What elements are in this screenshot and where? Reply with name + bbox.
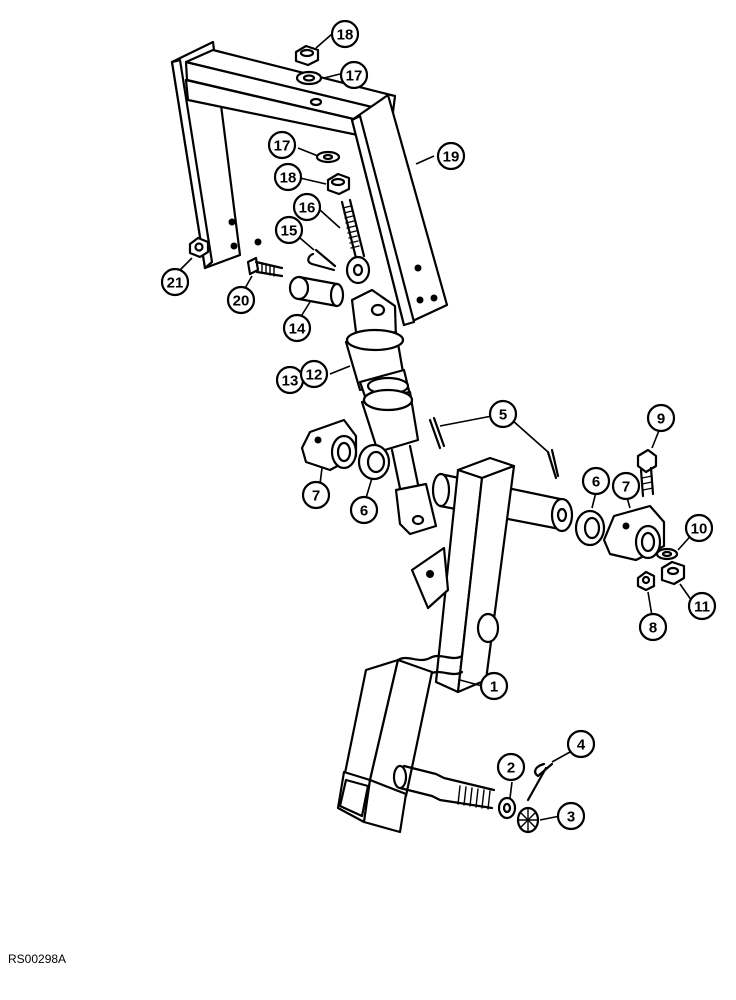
callout-6-right: 6 [581,466,611,496]
mid-washer [315,150,341,164]
cotter-pin-upper [307,248,337,272]
callout-label: 16 [299,200,316,217]
callout-label: 18 [337,27,354,44]
callout-label: 15 [281,223,298,240]
nut-21 [188,236,210,259]
bolt-20 [246,256,284,278]
callout-13: 13 [275,365,305,395]
callout-17-mid: 17 [267,130,297,160]
callout-label: 1 [490,679,498,696]
callout-label: 7 [312,488,320,505]
callout-12: 12 [299,359,329,389]
left-spacer-washer [357,443,391,481]
callout-label: 14 [289,321,306,338]
grease-fitting-8 [636,570,656,592]
top-nut [294,44,320,67]
callout-11: 11 [687,591,717,621]
lower-cotter-pin [526,762,554,802]
cotter-pins-5 [428,416,560,480]
callout-label: 6 [592,474,600,491]
callout-3: 3 [556,801,586,831]
nut-11 [660,560,686,586]
callout-4: 4 [566,729,596,759]
callout-label: 4 [577,737,586,754]
main-arm [336,456,516,834]
stub-shaft [392,764,496,810]
callout-label: 9 [657,411,665,428]
callout-label: 3 [567,809,575,826]
callout-20: 20 [226,285,256,315]
callout-label: 21 [167,275,184,292]
clevis-pin [288,275,345,308]
left-bearing-bracket [300,418,358,472]
callout-19: 19 [436,141,466,171]
right-spacer-washer [574,509,606,547]
callout-18-top: 18 [330,19,360,49]
bolt-9 [636,448,658,498]
callout-7-right: 7 [611,471,641,501]
callout-8: 8 [638,612,668,642]
right-bearing-bracket [602,504,666,562]
callout-10: 10 [684,513,714,543]
callout-18-mid: 18 [273,162,303,192]
callout-9: 9 [646,403,676,433]
callout-label: 19 [443,149,460,166]
callout-label: 10 [691,521,708,538]
mounting-frame [170,40,449,327]
callout-label: 13 [282,373,299,390]
leader-lines [177,33,697,821]
reference-code: RS00298A [8,952,67,966]
callout-6-left: 6 [349,495,379,525]
callout-label: 7 [622,479,630,496]
washer-10 [655,547,679,561]
callout-2: 2 [496,752,526,782]
callout-label: 17 [274,138,291,155]
callout-21: 21 [160,267,190,297]
callout-label: 5 [499,407,507,424]
callout-17-top: 17 [339,60,369,90]
top-washer [295,70,323,86]
callout-16: 16 [292,192,322,222]
callout-label: 2 [507,760,515,777]
mid-nut [326,172,351,196]
eye-bolt [340,198,371,285]
callout-label: 17 [346,68,363,85]
callout-1: 1 [479,671,509,701]
lower-washer [497,796,517,820]
callout-15: 15 [274,215,304,245]
callout-label: 12 [306,367,323,384]
callout-7-left: 7 [301,480,331,510]
callout-label: 6 [360,503,368,520]
hydraulic-cylinder [344,288,438,536]
callout-label: 18 [280,170,297,187]
callout-5: 5 [488,399,518,429]
castle-nut [516,806,540,834]
callout-label: 11 [694,599,710,616]
callout-label: 20 [233,293,250,310]
callout-14: 14 [282,313,312,343]
callout-label: 8 [649,620,657,637]
